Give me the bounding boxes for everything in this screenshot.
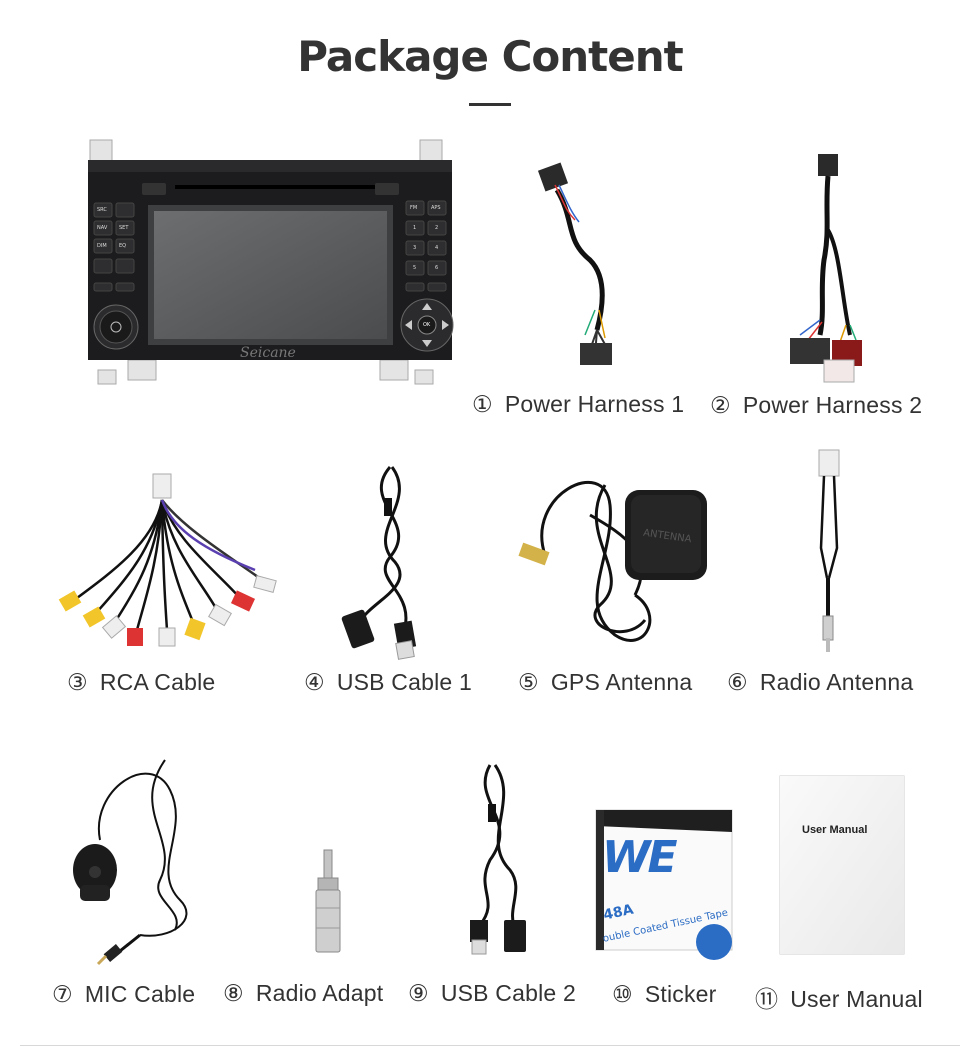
radio-button-eq: EQ bbox=[119, 243, 127, 249]
radio-button-2: 2 bbox=[435, 225, 439, 231]
usb-cable-1-drawing bbox=[341, 466, 417, 660]
rca-cable-image bbox=[55, 470, 280, 655]
caption-number: ⑧ bbox=[223, 980, 244, 1006]
radio-button-dim: DIM bbox=[97, 243, 107, 249]
usb-cable-2-image bbox=[460, 760, 540, 960]
power-harness-2-image bbox=[780, 150, 880, 390]
caption-number: ③ bbox=[67, 669, 88, 695]
usb-cable-2-drawing bbox=[470, 764, 526, 955]
caption-number: ⑨ bbox=[408, 980, 429, 1006]
caption-sticker: ⑩ Sticker bbox=[612, 981, 717, 1008]
radio-button-5: 5 bbox=[413, 265, 417, 271]
title-underline bbox=[469, 103, 511, 106]
user-manual-drawing bbox=[779, 775, 905, 955]
radio-adapter-image bbox=[310, 848, 346, 958]
bottom-divider bbox=[20, 1045, 960, 1046]
mic-cable-drawing bbox=[73, 759, 188, 966]
power-harness-2-drawing bbox=[790, 154, 862, 383]
caption-label: USB Cable 1 bbox=[336, 669, 472, 695]
caption-usb-cable-1: ④ USB Cable 1 bbox=[304, 669, 472, 696]
caption-number: ⑥ bbox=[727, 669, 748, 695]
caption-power-harness-2: ② Power Harness 2 bbox=[710, 392, 922, 419]
head-unit-image: Seicane SRC NAV SET DIM EQ FM APS 1 2 3 … bbox=[80, 135, 460, 390]
radio-antenna-drawing bbox=[818, 449, 840, 652]
caption-mic-cable: ⑦ MIC Cable bbox=[52, 981, 195, 1008]
radio-button-src: SRC bbox=[97, 207, 107, 213]
radio-button-1: 1 bbox=[413, 225, 417, 231]
caption-power-harness-1: ① Power Harness 1 bbox=[472, 391, 684, 418]
mic-cable-image bbox=[70, 750, 200, 970]
caption-usb-cable-2: ⑨ USB Cable 2 bbox=[408, 980, 576, 1007]
caption-label: GPS Antenna bbox=[550, 669, 693, 695]
page-title: Package Content bbox=[297, 32, 683, 81]
radio-button-aps: APS bbox=[431, 205, 441, 211]
gps-antenna-drawing bbox=[518, 480, 707, 642]
caption-rca-cable: ③ RCA Cable bbox=[67, 669, 215, 696]
caption-label: RCA Cable bbox=[99, 669, 216, 695]
radio-button-3: 3 bbox=[413, 245, 417, 251]
sticker-image: WE 48A ouble Coated Tissue Tape bbox=[595, 809, 733, 960]
caption-label: Radio Antenna bbox=[759, 669, 914, 695]
radio-ok-label: OK bbox=[423, 322, 431, 328]
radio-button-nav: NAV bbox=[97, 225, 108, 231]
caption-number: ① bbox=[472, 391, 493, 417]
power-harness-1-image bbox=[535, 160, 635, 375]
radio-button-4: 4 bbox=[435, 245, 439, 251]
caption-label: Power Harness 2 bbox=[742, 392, 923, 418]
caption-number: ④ bbox=[304, 669, 325, 695]
caption-label: Power Harness 1 bbox=[504, 391, 685, 417]
radio-button-set: SET bbox=[119, 225, 129, 231]
user-manual-image: User Manual bbox=[779, 775, 905, 955]
head-unit-drawing bbox=[88, 139, 454, 385]
radio-button-6: 6 bbox=[435, 265, 439, 271]
caption-radio-antenna: ⑥ Radio Antenna bbox=[727, 669, 913, 696]
sticker-logo: WE bbox=[602, 832, 678, 883]
rca-cable-drawing bbox=[58, 473, 277, 647]
caption-number: ⑩ bbox=[612, 981, 633, 1007]
caption-number: ⑤ bbox=[518, 669, 539, 695]
caption-number: ② bbox=[710, 392, 731, 418]
caption-radio-adapt: ⑧ Radio Adapt bbox=[223, 980, 383, 1007]
usb-cable-1-image bbox=[340, 462, 440, 662]
caption-label: Radio Adapt bbox=[255, 980, 384, 1006]
caption-label: USB Cable 2 bbox=[440, 980, 576, 1006]
radio-adapter-drawing bbox=[315, 849, 341, 953]
gps-antenna-image: ANTENNA bbox=[515, 455, 715, 655]
caption-gps-antenna: ⑤ GPS Antenna bbox=[518, 669, 692, 696]
caption-user-manual: ⑪ User Manual bbox=[755, 980, 923, 1014]
caption-label: User Manual bbox=[790, 986, 923, 1012]
radio-brand: Seicane bbox=[240, 345, 296, 361]
power-harness-1-drawing bbox=[537, 162, 612, 365]
radio-button-fm: FM bbox=[410, 205, 418, 211]
caption-number: ⑦ bbox=[52, 981, 73, 1007]
radio-antenna-image bbox=[805, 448, 855, 658]
caption-label: Sticker bbox=[644, 981, 717, 1007]
caption-label: MIC Cable bbox=[84, 981, 196, 1007]
user-manual-title: User Manual bbox=[802, 824, 868, 836]
caption-number: ⑪ bbox=[755, 986, 779, 1012]
sticker-drawing bbox=[595, 809, 733, 960]
